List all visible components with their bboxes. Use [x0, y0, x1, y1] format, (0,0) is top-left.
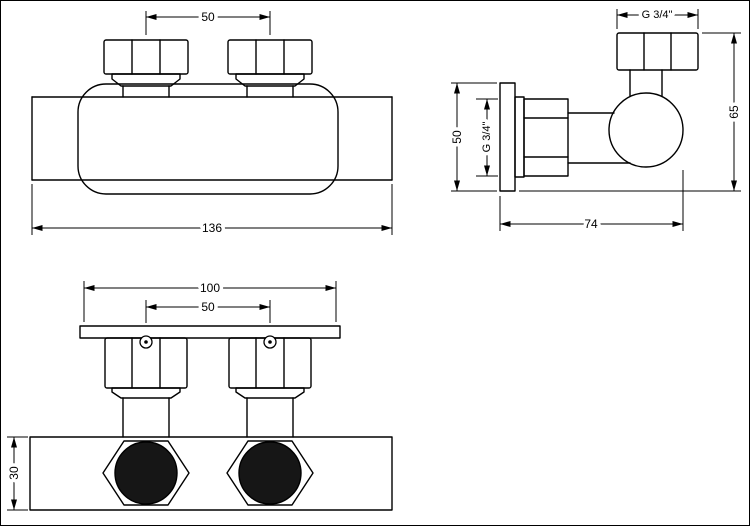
dim-label-thread-side: G 3/4" — [481, 122, 493, 153]
neck-cylinder — [567, 112, 631, 164]
valve-union-left — [104, 335, 188, 438]
port-hex — [102, 440, 190, 506]
dim-label-plate-width: 100 — [200, 281, 220, 295]
hex-nut — [227, 39, 313, 75]
port-opening — [238, 441, 302, 505]
dim-front-overall-width: 136 — [31, 184, 393, 239]
dim-side-overall-depth: 74 — [499, 170, 684, 235]
valve-union-right — [228, 335, 312, 438]
union-shoulder — [111, 73, 181, 87]
dim-side-plate-height: 50 — [447, 82, 497, 192]
front-view: 50 136 — [31, 7, 393, 239]
dim-label-overall-depth: 74 — [584, 217, 598, 231]
ball-joint — [608, 92, 684, 168]
dim-side-overall-height: 65 — [519, 32, 745, 192]
dim-label-body-height: 30 — [7, 466, 21, 480]
port-opening — [114, 441, 178, 505]
dim-front-valve-spacing: 50 — [145, 7, 271, 35]
dim-bottom-plate-width: 100 — [83, 278, 337, 322]
dim-label-bottom-spacing: 50 — [201, 300, 215, 314]
dim-label-overall-height: 65 — [727, 105, 741, 119]
dim-bottom-body-height: 30 — [4, 436, 28, 511]
bottom-view: 100 50 30 — [4, 278, 393, 511]
screw-center — [268, 340, 272, 344]
port-left — [102, 440, 190, 506]
valve-union-left — [103, 39, 189, 98]
side-view: G 3/4" 50 G 3/4" 65 74 — [447, 6, 745, 235]
dim-label-front-spacing: 50 — [201, 10, 215, 24]
union-shoulder — [235, 387, 305, 399]
dim-side-thread-top: G 3/4" — [616, 6, 699, 29]
wall-plate — [499, 82, 525, 192]
port-right — [226, 440, 314, 506]
dim-label-thread-top: G 3/4" — [642, 9, 673, 21]
valve-union-right — [227, 39, 313, 98]
top-hex-nut — [616, 32, 699, 71]
union-shoulder — [111, 387, 181, 399]
screw-center — [144, 340, 148, 344]
riser-pipe — [629, 69, 663, 97]
dim-label-front-width: 136 — [202, 221, 222, 235]
hex-fitting — [523, 98, 569, 177]
dim-bottom-valve-spacing: 50 — [145, 297, 271, 323]
manifold-body — [31, 83, 393, 195]
manifold-body — [29, 436, 393, 511]
port-hex — [226, 440, 314, 506]
hex-nut — [103, 39, 189, 75]
manifold-shell — [77, 83, 339, 195]
union-shoulder — [235, 73, 305, 87]
dim-label-plate-height: 50 — [450, 130, 464, 144]
mounting-plate — [79, 325, 341, 339]
dim-side-thread-side: G 3/4" — [476, 98, 498, 177]
